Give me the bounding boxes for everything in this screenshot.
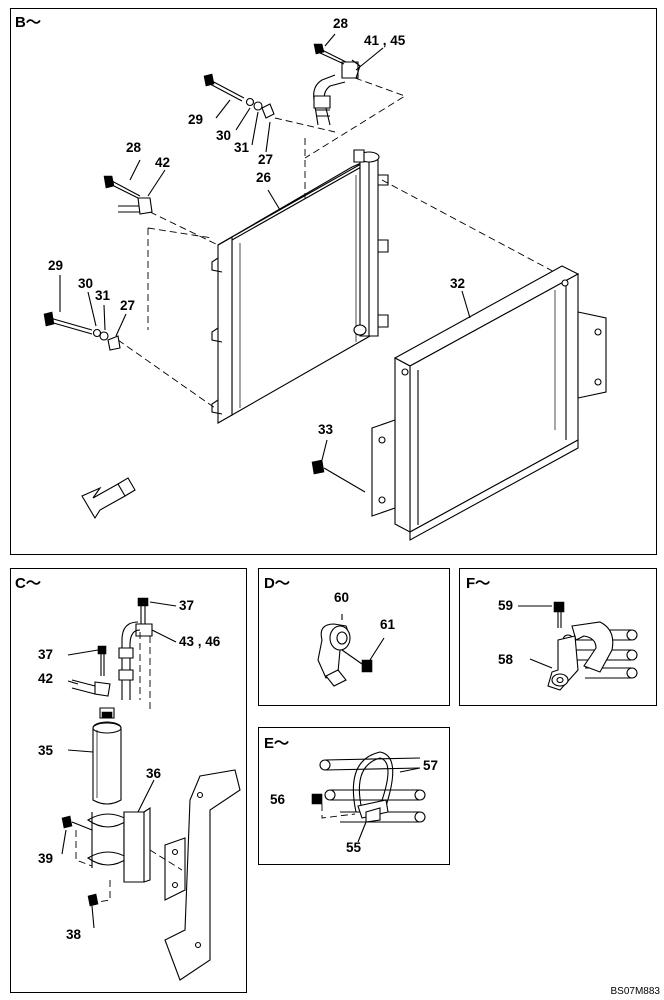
condenser-exploded-diagram (0, 0, 664, 560)
label-26: 26 (256, 170, 272, 185)
label-37-top: 37 (179, 598, 195, 613)
label-29-left: 29 (48, 258, 64, 273)
label-38: 38 (66, 927, 82, 942)
label-43-46: 43 , 46 (179, 634, 221, 649)
panel-f (459, 568, 657, 706)
label-57: 57 (423, 758, 439, 773)
label-39: 39 (38, 851, 54, 866)
label-33: 33 (318, 422, 334, 437)
label-31-top: 31 (234, 140, 250, 155)
panel-e-title: E～ (264, 735, 290, 752)
panel-b-title: B～ (15, 14, 41, 31)
label-56: 56 (270, 792, 286, 807)
direction-arrow-icon (0, 0, 664, 560)
label-61: 61 (380, 617, 396, 632)
panel-d-title: D～ (264, 575, 290, 592)
panel-c-title: C～ (15, 575, 41, 592)
panel-c (10, 568, 247, 993)
panel-d (258, 568, 450, 706)
label-36: 36 (146, 766, 162, 781)
label-42-c: 42 (38, 671, 54, 686)
label-35: 35 (38, 743, 54, 758)
label-27-left: 27 (120, 298, 136, 313)
label-41-45: 41 , 45 (364, 33, 406, 48)
document-id: BS07M883 (610, 986, 660, 997)
panel-e (258, 727, 450, 865)
label-55: 55 (346, 840, 362, 855)
label-32: 32 (450, 276, 466, 291)
panel-b (10, 8, 657, 555)
label-42: 42 (155, 155, 171, 170)
panel-f-title: F～ (466, 575, 491, 592)
label-28-top: 28 (333, 16, 349, 31)
label-30-top: 30 (216, 128, 232, 143)
label-59: 59 (498, 598, 514, 613)
label-29-top: 29 (188, 112, 204, 127)
label-30-left: 30 (78, 276, 94, 291)
label-27-top: 27 (258, 152, 274, 167)
label-60: 60 (334, 590, 350, 605)
label-28-left: 28 (126, 140, 142, 155)
label-37-left: 37 (38, 647, 54, 662)
label-31-left: 31 (95, 288, 111, 303)
label-58: 58 (498, 652, 514, 667)
